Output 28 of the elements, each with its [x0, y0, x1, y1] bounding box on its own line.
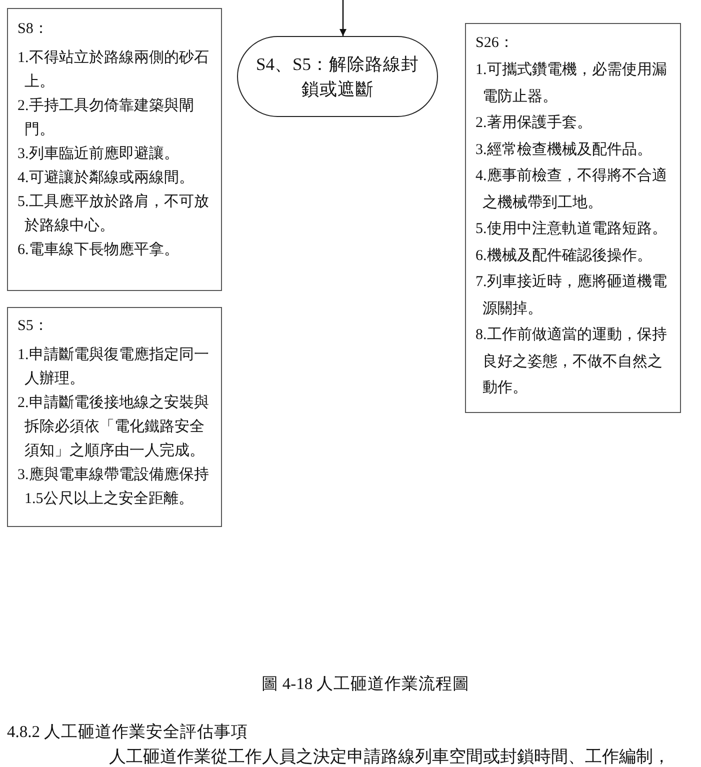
section-heading: 4.8.2 人工砸道作業安全評估事項 — [7, 723, 248, 741]
list-item: 1.可攜式鑽電機，必需使用漏電防止器。 — [476, 60, 668, 106]
list-item: 5.工具應平放於路肩，不可放於路線中心。 — [18, 192, 210, 236]
list-item: 3.經常檢查機械及配件品。 — [476, 140, 653, 160]
list-item: 5.使用中注意軌道電路短路。 — [476, 220, 668, 239]
box-heading: S26： — [476, 34, 515, 52]
list-item: 6.機械及配件確認後操作。 — [476, 246, 653, 266]
list-item: 7.列車接近時，應將砸道機電源關掉。 — [476, 272, 668, 318]
list-item: 6.電車線下長物應平拿。 — [18, 240, 180, 260]
box-heading: S5： — [18, 316, 50, 336]
note-box — [7, 8, 222, 291]
list-item: 1.不得站立於路線兩側的砂石上。 — [18, 48, 210, 92]
list-item: 4.應事前檢查，不得將不合適之機械帶到工地。 — [476, 166, 668, 212]
figure-caption: 圖 4-18 人工砸道作業流程圖 — [261, 674, 470, 693]
box-heading: S8： — [18, 20, 50, 38]
arrow — [340, 0, 346, 36]
note-box — [7, 307, 222, 527]
body-text: 人工砸道作業從工作人員之決定申請路線列車空間或封鎖時間、工作編制， — [109, 748, 670, 766]
list-item: 1.申請斷電與復電應指定同一人辦理。 — [18, 345, 210, 388]
list-item: 2.著用保護手套。 — [476, 114, 593, 133]
list-item: 3.列車臨近前應即避讓。 — [18, 144, 180, 164]
list-item: 2.手持工具勿倚靠建築與閘門。 — [18, 96, 195, 140]
list-item: 8.工作前做適當的運動，保持良好之姿態，不做不自然之動作。 — [476, 325, 668, 398]
note-box — [465, 23, 681, 413]
list-item: 3.應與電車線帶電設備應保持1.5公尺以上之安全距離。 — [18, 466, 210, 508]
list-item: 4.可避讓於鄰線或兩線間。 — [18, 168, 195, 188]
list-item: 2.申請斷電後接地線之安裝與拆除必須依「電化鐵路安全須知」之順序由一人完成。 — [18, 393, 210, 460]
step-label: S4、S5：解除路線封鎖或遮斷 — [255, 52, 420, 100]
